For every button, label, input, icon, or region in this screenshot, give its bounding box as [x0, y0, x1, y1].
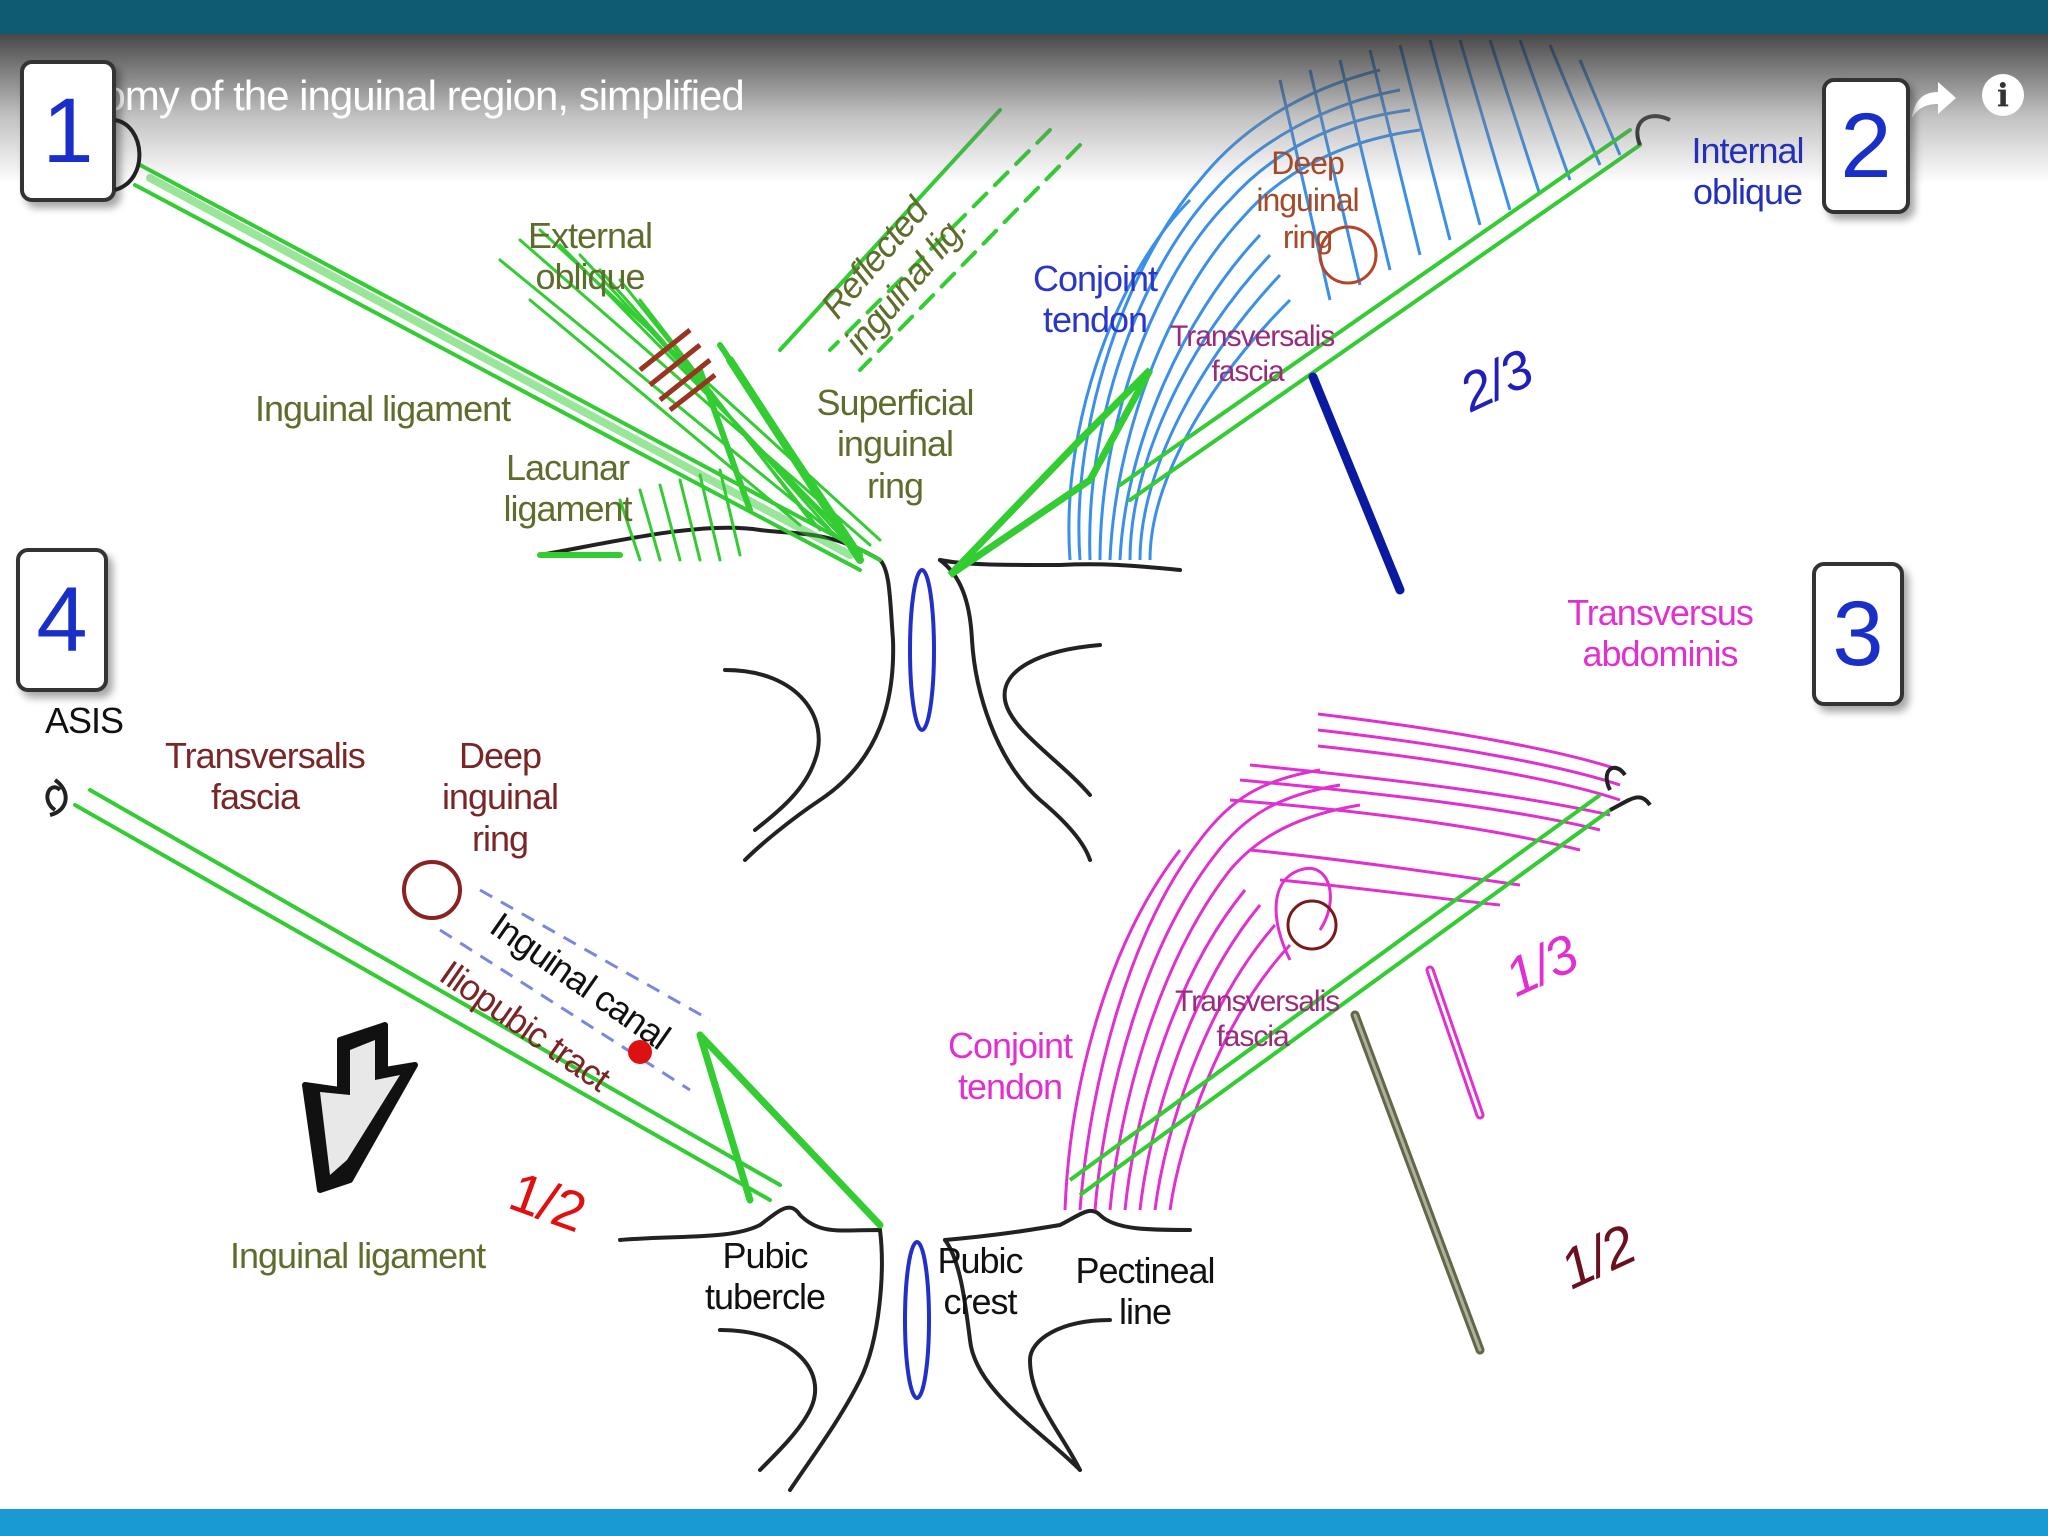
- label-deep-inguinal-ring-left: Deep inguinal ring: [441, 735, 559, 859]
- panel-number-4: 4: [16, 548, 108, 692]
- title-overlay: [0, 34, 2048, 184]
- label-conjoint-tendon-top: Conjoint tendon: [1032, 258, 1158, 341]
- label-deep-inguinal-ring-top: Deep inguinal ring: [1256, 145, 1359, 255]
- label-pectineal-line: Pectineal line: [1075, 1250, 1215, 1333]
- label-pubic-crest: Pubic crest: [937, 1240, 1023, 1323]
- label-conjoint-tendon-bottom: Conjoint tendon: [947, 1025, 1073, 1108]
- top-bar: [0, 0, 2048, 34]
- label-external-oblique: External oblique: [527, 215, 653, 298]
- share-arrow-icon[interactable]: [1908, 72, 1962, 126]
- panel-number-2: 2: [1822, 78, 1910, 214]
- label-lacunar-ligament: Lacunar ligament: [503, 447, 632, 530]
- video-title[interactable]: Anatomy of the inguinal region, simplifi…: [20, 72, 745, 119]
- hand-drawn-arrow: [302, 1022, 418, 1193]
- label-transversalis-fascia-top: Transversalis fascia: [1170, 320, 1335, 388]
- label-inguinal-ligament-bottom: Inguinal ligament: [230, 1235, 486, 1276]
- label-transversalis-fascia-left: Transversalis fascia: [165, 735, 366, 818]
- label-pubic-tubercle: Pubic tubercle: [704, 1235, 826, 1318]
- symphysis-top: [908, 568, 936, 732]
- video-progress-bar[interactable]: [0, 1509, 2048, 1536]
- info-icon[interactable]: i: [1982, 74, 2024, 116]
- panel-number-1: 1: [20, 60, 116, 202]
- symphysis-bottom: [903, 1240, 931, 1400]
- label-internal-oblique: Internal oblique: [1691, 130, 1804, 213]
- label-transversus-abdominis: Transversus abdominis: [1567, 592, 1754, 675]
- panel-number-3: 3: [1812, 562, 1904, 706]
- label-asis: ASIS: [45, 700, 124, 741]
- label-superficial-inguinal-ring: Superficial inguinal ring: [816, 382, 974, 506]
- label-inguinal-ligament-top: Inguinal ligament: [255, 388, 511, 429]
- label-transversalis-fascia-bottom: Transversalis fascia: [1175, 985, 1340, 1053]
